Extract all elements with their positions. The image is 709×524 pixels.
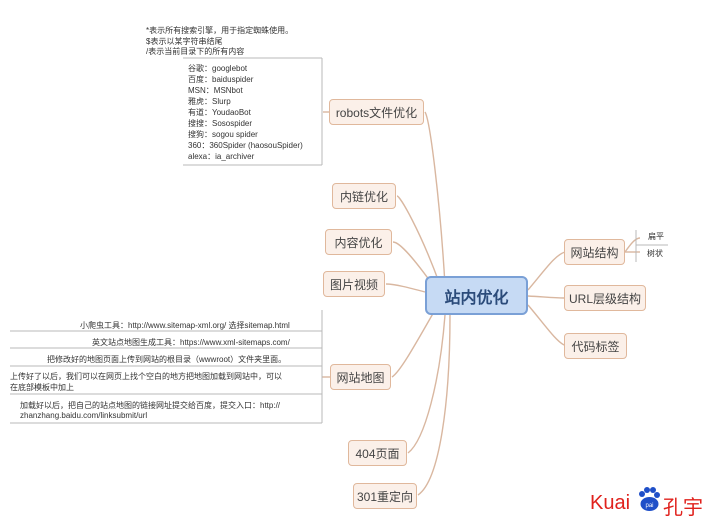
- center-node[interactable]: 站内优化: [425, 276, 528, 315]
- node-404[interactable]: 404页面: [348, 440, 407, 466]
- sitemap-note-4: 上传好了以后，我们可以在网页上找个空白的地方把地图加载到网站中，可以: [10, 372, 282, 381]
- leaf-flat: 扁平: [648, 232, 664, 241]
- node-url-levels[interactable]: URL层级结构: [564, 285, 646, 311]
- paw-label: pai: [645, 503, 653, 509]
- node-images-video[interactable]: 图片视频: [323, 271, 385, 297]
- node-code-tags[interactable]: 代码标签: [564, 333, 627, 359]
- sitemap-note-7: zhanzhang.baidu.com/linksubmit/url: [20, 411, 148, 420]
- node-site-structure[interactable]: 网站结构: [564, 239, 625, 265]
- sitemap-note-5: 在底部模板中加上: [10, 383, 74, 392]
- sitemap-note-2: 英文站点地图生成工具：https://www.xml-sitemaps.com/: [92, 338, 290, 347]
- logo-text-kongyu: 孔宇: [663, 495, 703, 519]
- robots-item-msn: MSN：MSNbot: [188, 86, 243, 95]
- kuaipai-logo: Kuai pai 孔宇: [590, 487, 709, 519]
- sitemap-note-6: 加载好以后，把自己的站点地图的链接网址提交给百度，提交入口：http://: [20, 401, 281, 410]
- robots-item-google: 谷歌：googlebot: [188, 64, 248, 73]
- robots-item-alexa: alexa：ia_archiver: [188, 152, 255, 161]
- leaf-tree: 树状: [647, 249, 663, 258]
- robots-item-baidu: 百度：baiduspider: [188, 75, 254, 84]
- sitemap-note-1: 小爬虫工具：http://www.sitemap-xml.org/ 选择site…: [80, 321, 290, 330]
- robots-note-1: *表示所有搜索引擎，用于指定蜘蛛使用。: [146, 26, 294, 35]
- robots-item-yahoo: 雅虎：Slurp: [188, 97, 231, 106]
- node-301[interactable]: 301重定向: [353, 483, 417, 509]
- robots-note-2: $表示以某字符串结尾: [146, 37, 223, 46]
- paw-icon: pai: [639, 487, 660, 511]
- robots-note-3: /表示当前目录下的所有内容: [146, 47, 245, 56]
- robots-item-sogou: 搜狗：sogou spider: [188, 130, 258, 139]
- node-content[interactable]: 内容优化: [325, 229, 392, 255]
- sitemap-note-3: 把修改好的地图页面上传到网站的根目录（wwwroot）文件夹里面。: [47, 355, 287, 364]
- node-sitemap[interactable]: 网站地图: [330, 364, 391, 390]
- robots-item-youdao: 有道：YoudaoBot: [188, 108, 251, 117]
- robots-item-360: 360：360Spider (haosouSpider): [188, 141, 303, 150]
- robots-item-soso: 搜搜：Sosospider: [188, 119, 253, 128]
- node-robots[interactable]: robots文件优化: [329, 99, 424, 125]
- logo-text-kuai: Kuai: [590, 492, 631, 514]
- node-internal-links[interactable]: 内链优化: [332, 183, 396, 209]
